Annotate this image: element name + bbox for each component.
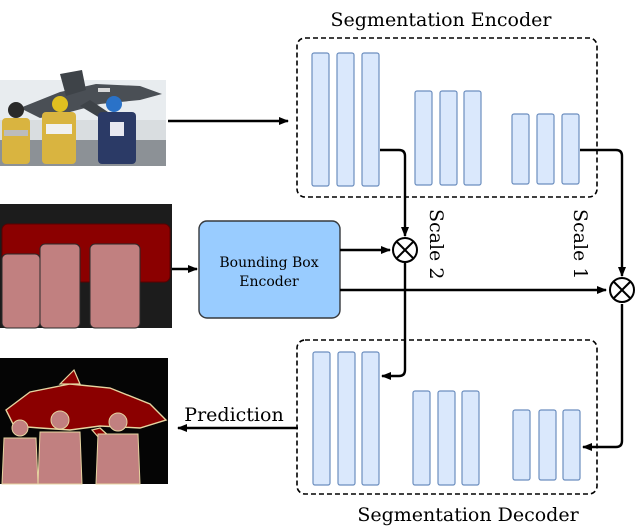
encoder-bar xyxy=(439,90,458,186)
multiply-operator-scale1 xyxy=(609,277,635,303)
encoder-bar xyxy=(463,90,482,186)
multiply-operator-scale2 xyxy=(392,237,418,263)
input-photo-image xyxy=(0,70,166,166)
bounding-box-mask-image xyxy=(0,204,172,329)
encoder-bar xyxy=(361,52,380,187)
encoder-bar xyxy=(536,113,555,185)
encoder-bars xyxy=(311,52,580,187)
decoder-bar xyxy=(361,351,380,486)
arrows xyxy=(168,117,626,451)
encoder-title: Segmentation Encoder xyxy=(331,9,553,31)
decoder-bar xyxy=(312,351,331,486)
decoder-bar xyxy=(538,409,557,481)
prediction-label: Prediction xyxy=(184,404,283,426)
bounding-box-encoder-block xyxy=(198,220,341,319)
encoder-bar xyxy=(511,113,530,185)
decoder-bar xyxy=(412,390,431,486)
decoder-bar xyxy=(337,351,356,486)
encoder-dashed-box xyxy=(296,37,598,198)
bounding-box-encoder-label-line2: Encoder xyxy=(239,274,299,290)
decoder-title: Segmentation Decoder xyxy=(357,504,579,526)
decoder-bar xyxy=(562,409,581,481)
scale-2-label: Scale 2 xyxy=(425,209,447,279)
decoder-bar xyxy=(437,390,456,486)
decoder-bar xyxy=(512,409,531,481)
encoder-bar xyxy=(311,52,330,187)
decoder-bars xyxy=(312,351,581,486)
encoder-bar xyxy=(336,52,355,187)
arrow-encoder-to-mult-scale2 xyxy=(380,148,409,237)
arrow-mult-scale2-to-decoder xyxy=(381,263,407,380)
arrow-encoder-to-mult-scale1 xyxy=(580,148,626,277)
scale-1-label: Scale 1 xyxy=(569,209,591,279)
encoder-bar xyxy=(561,113,580,185)
arrow-mult-scale1-to-decoder xyxy=(582,304,624,451)
bounding-box-encoder-label-line1: Bounding Box xyxy=(219,255,318,271)
prediction-mask-image xyxy=(0,358,168,485)
encoder-bar xyxy=(414,90,433,186)
decoder-bar xyxy=(461,390,480,486)
decoder-dashed-box xyxy=(296,339,598,495)
